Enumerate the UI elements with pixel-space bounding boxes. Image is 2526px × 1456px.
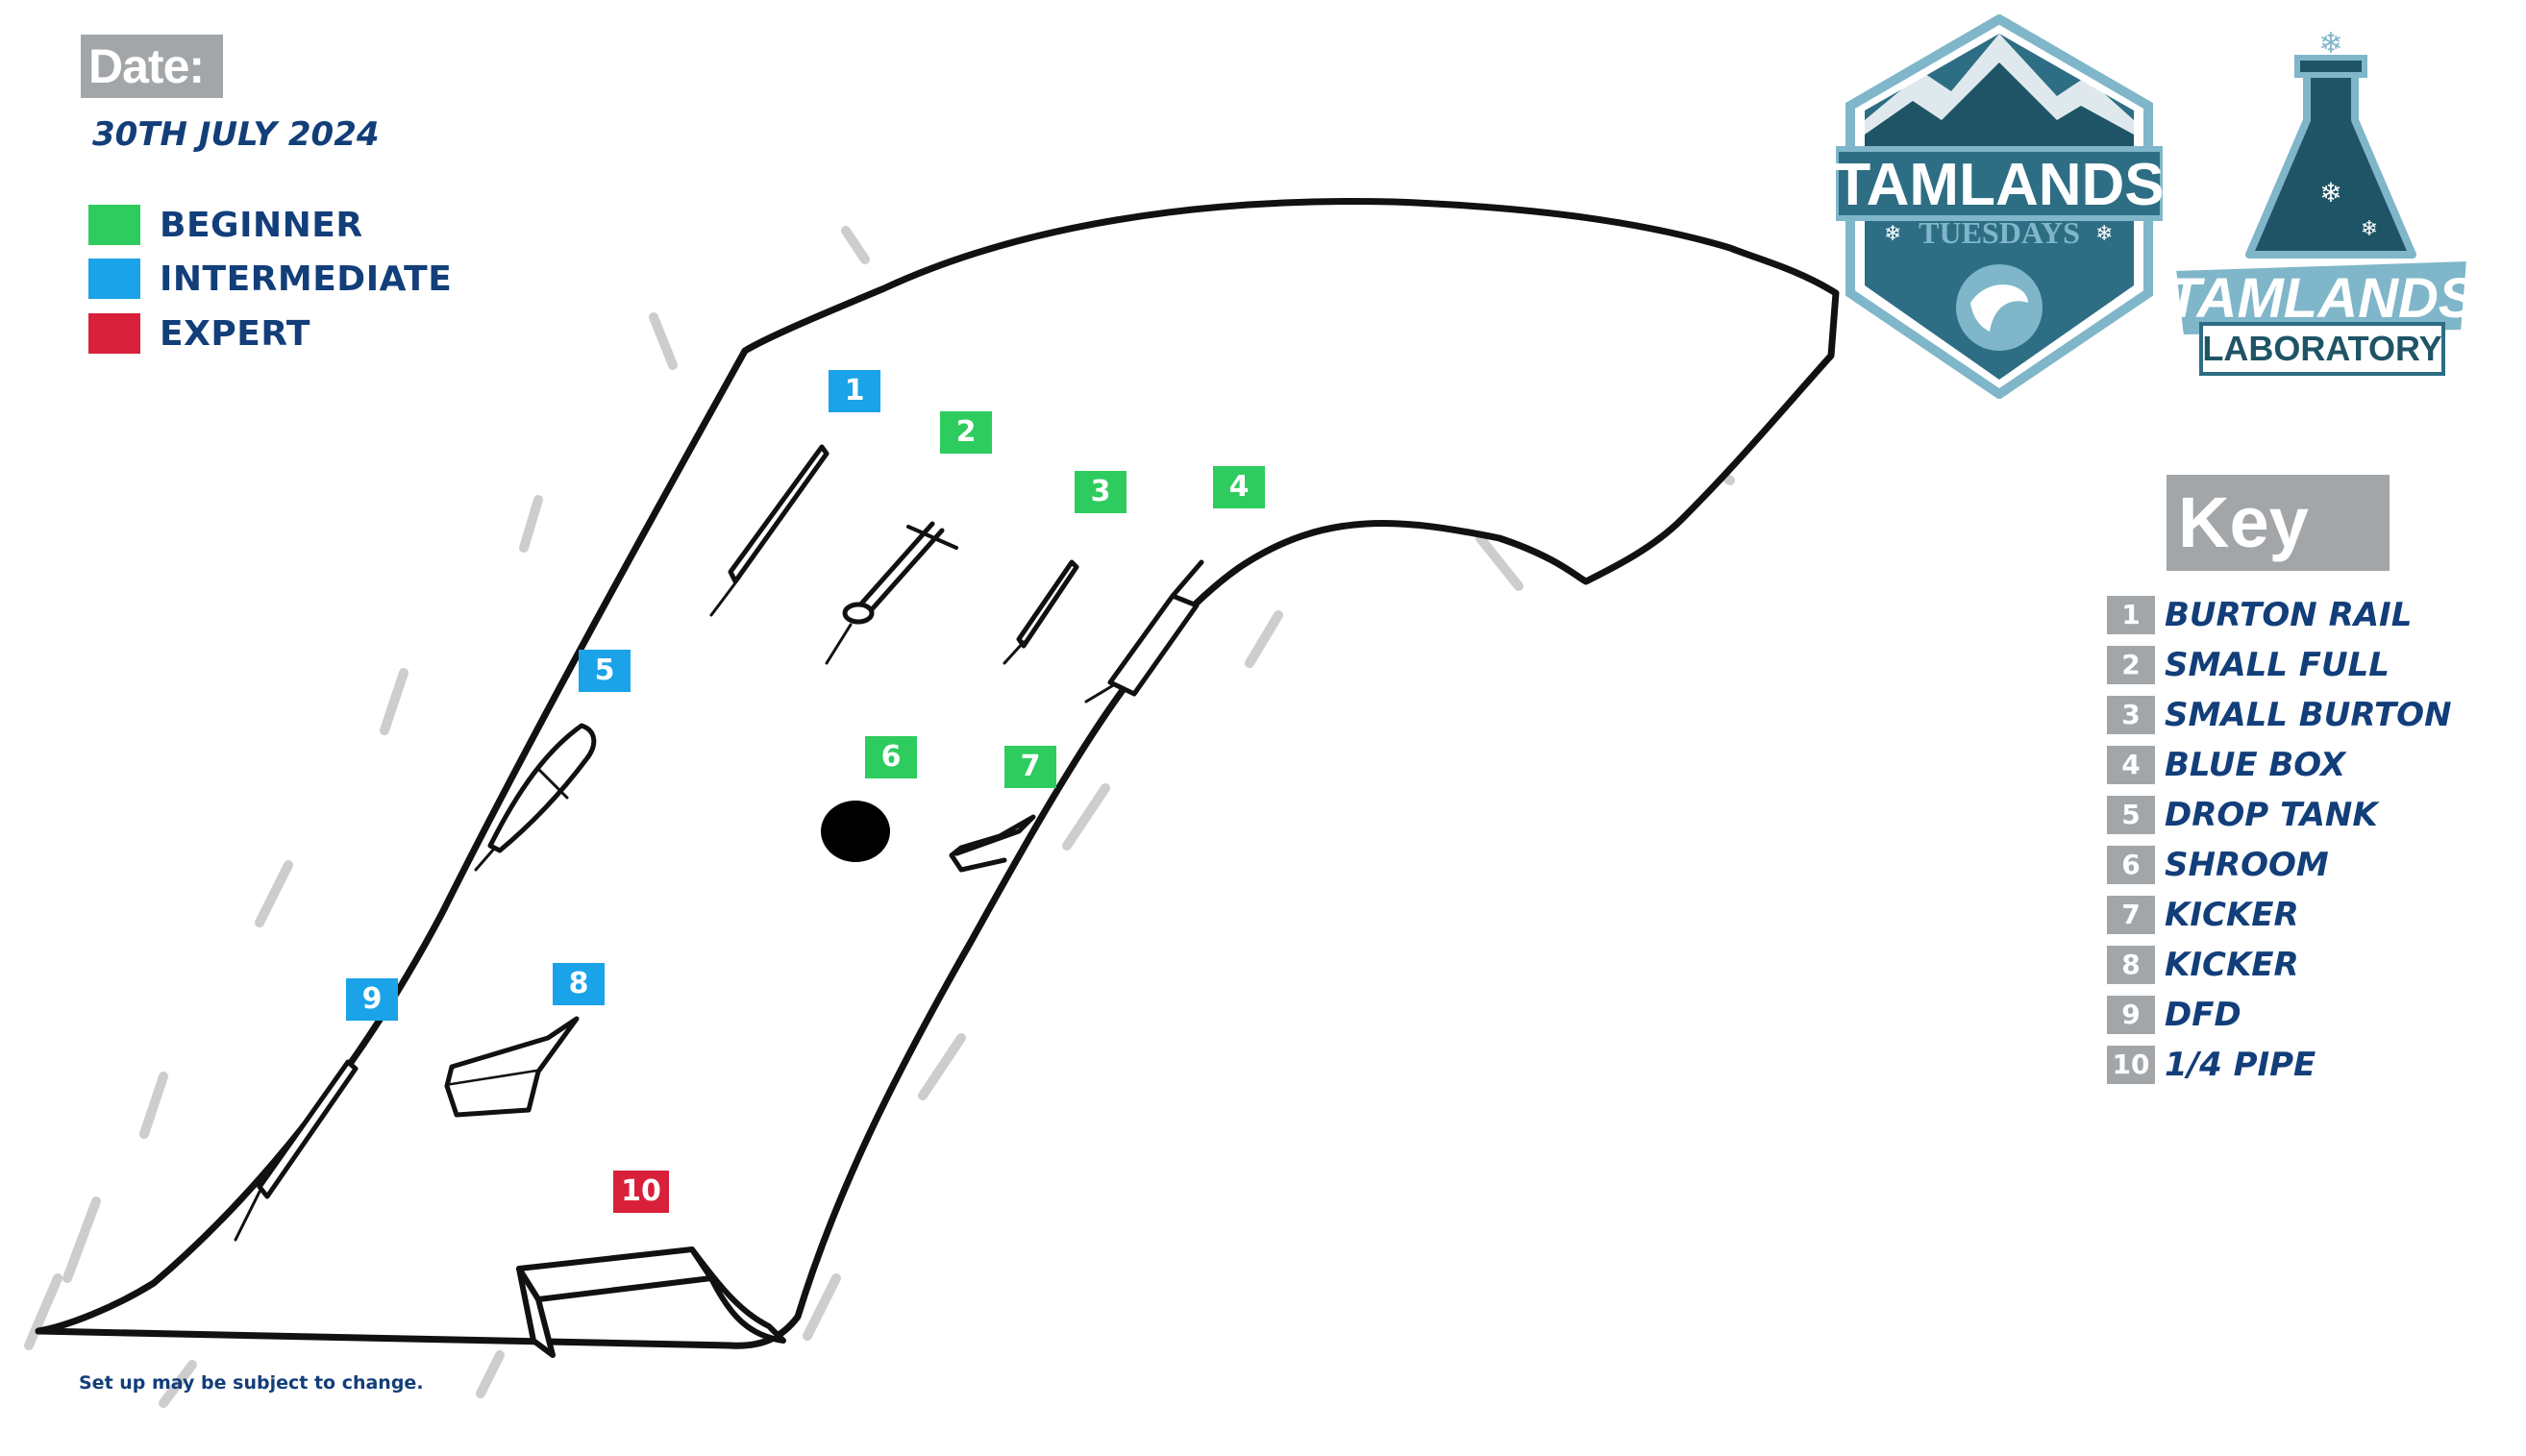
key-item-label: SMALL FULL [2165,646,2390,684]
key-item-label: DFD [2165,996,2241,1034]
feature-marker-10[interactable]: 10 [613,1171,669,1213]
key-item-label: SHROOM [2165,846,2329,884]
laboratory-logo-line1: TAMLANDS [2167,267,2475,330]
key-item: 6 SHROOM [2107,840,2452,890]
tuesdays-logo-line2: TUESDAYS [1919,215,2080,250]
svg-text:❄: ❄ [2319,177,2341,209]
legend-label-beginner: BEGINNER [160,205,363,245]
feature-marker-2[interactable]: 2 [940,411,992,454]
key-item: 10 1/4 PIPE [2107,1040,2452,1090]
legend-intermediate: INTERMEDIATE [88,256,452,302]
svg-text:❄: ❄ [1884,222,1901,246]
legend-label-expert: EXPERT [160,313,310,354]
legend-swatch-beginner [88,205,140,245]
kicker-8-feature [444,1016,580,1118]
legend-beginner: BEGINNER [88,202,363,248]
shroom-feature [821,801,890,862]
tamlands-laboratory-logo: ❄ ❄ ❄ TAMLANDS LABORATORY [2167,27,2476,376]
key-item: 9 DFD [2107,990,2452,1040]
key-item-label: 1/4 PIPE [2165,1046,2316,1084]
date-label: Date: [81,35,223,98]
feature-marker-3[interactable]: 3 [1075,471,1127,513]
legend-swatch-expert [88,313,140,354]
key-item-number: 8 [2107,946,2155,984]
blue-box-feature [1084,559,1204,703]
laboratory-logo-line2: LABORATORY [2202,329,2441,368]
key-list: 1 BURTON RAIL 2 SMALL FULL 3 SMALL BURTON 4… [2107,590,2452,1090]
footer-note: Set up may be subject to change. [79,1372,424,1394]
key-title: Key [2167,475,2390,571]
quarter-pipe-feature [516,1246,786,1358]
key-item-number: 2 [2107,646,2155,684]
key-item: 8 KICKER [2107,940,2452,990]
key-item-label: KICKER [2165,896,2299,934]
key-item: 3 SMALL BURTON [2107,690,2452,740]
key-item-label: DROP TANK [2165,796,2378,834]
small-burton-feature [1003,559,1079,665]
key-item-number: 5 [2107,796,2155,834]
key-item-label: KICKER [2165,946,2299,984]
feature-marker-7[interactable]: 7 [1004,746,1056,788]
legend-expert: EXPERT [88,310,310,357]
key-item: 4 BLUE BOX [2107,740,2452,790]
feature-marker-1[interactable]: 1 [829,370,880,412]
feature-marker-9[interactable]: 9 [346,978,398,1021]
svg-text:❄: ❄ [2361,217,2378,241]
tamlands-tuesdays-logo: TAMLANDS TUESDAYS ❄ ❄ [1836,14,2163,399]
legend-swatch-intermediate [88,259,140,299]
kicker-7-feature [949,814,1036,873]
small-full-feature [825,521,958,665]
key-item-number: 6 [2107,846,2155,884]
burton-rail-feature [709,444,830,617]
tuesdays-logo-line1: TAMLANDS [1836,152,2163,218]
key-item-label: SMALL BURTON [2165,696,2452,734]
key-item-label: BLUE BOX [2165,746,2346,784]
dfd-feature [234,1059,359,1242]
key-item-number: 7 [2107,896,2155,934]
key-item-label: BURTON RAIL [2165,596,2413,634]
feature-marker-8[interactable]: 8 [553,963,605,1005]
key-item-number: 4 [2107,746,2155,784]
key-item: 1 BURTON RAIL [2107,590,2452,640]
key-item-number: 1 [2107,596,2155,634]
key-item-number: 10 [2107,1046,2155,1084]
feature-marker-6[interactable]: 6 [865,736,917,778]
feature-marker-4[interactable]: 4 [1213,466,1265,508]
svg-text:❄: ❄ [2095,222,2113,246]
legend-label-intermediate: INTERMEDIATE [160,259,453,299]
drop-tank-feature [474,723,597,872]
date-value: 30TH JULY 2024 [92,115,380,154]
key-item: 5 DROP TANK [2107,790,2452,840]
feature-marker-5[interactable]: 5 [579,650,631,692]
key-item-number: 3 [2107,696,2155,734]
key-item-number: 9 [2107,996,2155,1034]
key-item: 7 KICKER [2107,890,2452,940]
svg-text:❄: ❄ [2318,27,2342,61]
key-item: 2 SMALL FULL [2107,640,2452,690]
